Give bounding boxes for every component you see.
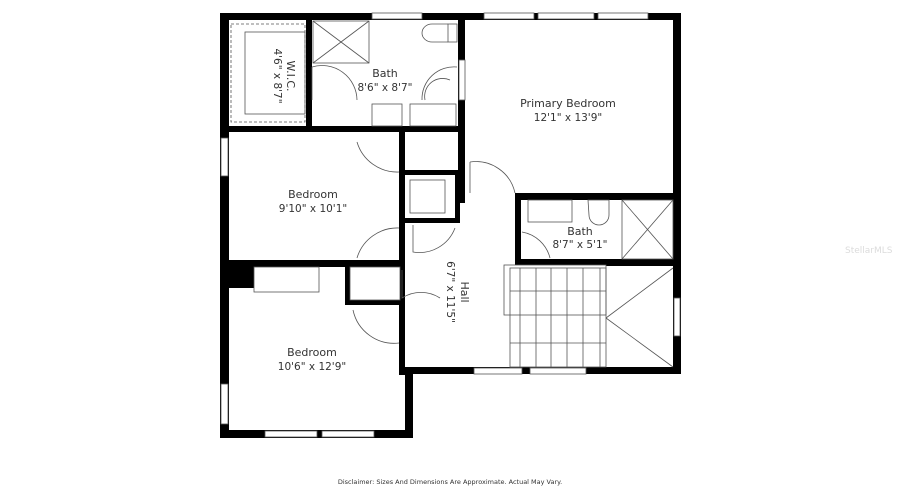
room-bedroom2-label: Bedroom [287, 346, 337, 359]
room-bedroom1-dims: 9'10" x 10'1" [279, 203, 347, 215]
room-hall-label: Hall [458, 281, 471, 302]
room-bath2-label: Bath [567, 225, 593, 238]
disclaimer: Disclaimer: Sizes And Dimensions Are App… [337, 478, 563, 486]
room-bedroom1: Bedroom 9'10" x 10'1" [279, 188, 347, 215]
room-bath1-label: Bath [372, 67, 398, 80]
room-bedroom2-dims: 10'6" x 12'9" [278, 361, 346, 373]
room-wic-dims: 4'6" x 8'7" [271, 48, 283, 103]
room-bath2-dims: 8'7" x 5'1" [552, 239, 607, 251]
room-hall-dims: 6'7" x 11'5" [444, 261, 456, 323]
room-bath2: Bath 8'7" x 5'1" [552, 225, 607, 251]
room-bath1: Bath 8'6" x 8'7" [357, 67, 412, 94]
room-wic: W.I.C. 4'6" x 8'7" [271, 48, 297, 103]
room-bedroom1-label: Bedroom [288, 188, 338, 201]
fixtures [230, 20, 674, 368]
room-primary-bedroom: Primary Bedroom 12'1" x 13'9" [520, 97, 616, 124]
stair-treads [509, 267, 607, 368]
room-primary-dims: 12'1" x 13'9" [534, 112, 602, 124]
room-bath1-dims: 8'6" x 8'7" [357, 82, 412, 94]
room-hall: Hall 6'7" x 11'5" [444, 261, 471, 323]
room-wic-label: W.I.C. [284, 60, 297, 91]
watermark: StellarMLS [845, 246, 893, 256]
room-primary-label: Primary Bedroom [520, 97, 616, 110]
windows [220, 12, 681, 438]
room-bedroom2: Bedroom 10'6" x 12'9" [278, 346, 346, 373]
